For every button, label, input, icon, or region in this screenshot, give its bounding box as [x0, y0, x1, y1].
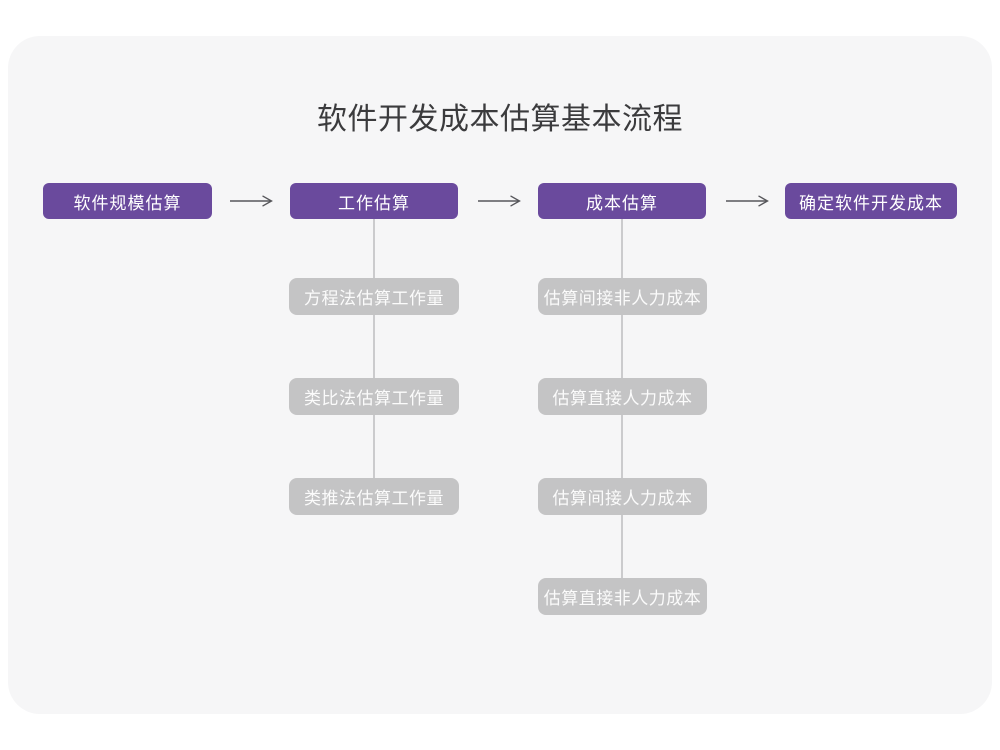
node-analogy-method-effort: 类比法估算工作量 [289, 378, 459, 415]
node-indirect-nonlabor-cost: 估算间接非人力成本 [538, 278, 707, 315]
node-equation-method-effort: 方程法估算工作量 [289, 278, 459, 315]
node-direct-labor-cost: 估算直接人力成本 [538, 378, 707, 415]
flow-arrow-icon [726, 195, 769, 207]
flowchart-card [8, 36, 992, 714]
node-determine-development-cost: 确定软件开发成本 [785, 183, 957, 219]
node-extrapolation-method-effort: 类推法估算工作量 [289, 478, 459, 515]
node-direct-nonlabor-cost: 估算直接非人力成本 [538, 578, 707, 615]
node-software-scale-estimation: 软件规模估算 [43, 183, 212, 219]
node-work-estimation: 工作估算 [290, 183, 458, 219]
flow-arrow-icon [478, 195, 521, 207]
flow-arrow-icon [230, 195, 273, 207]
diagram-title: 软件开发成本估算基本流程 [317, 103, 683, 136]
node-cost-estimation: 成本估算 [538, 183, 706, 219]
node-indirect-labor-cost: 估算间接人力成本 [538, 478, 707, 515]
connector-line-work-estimation [373, 219, 375, 485]
